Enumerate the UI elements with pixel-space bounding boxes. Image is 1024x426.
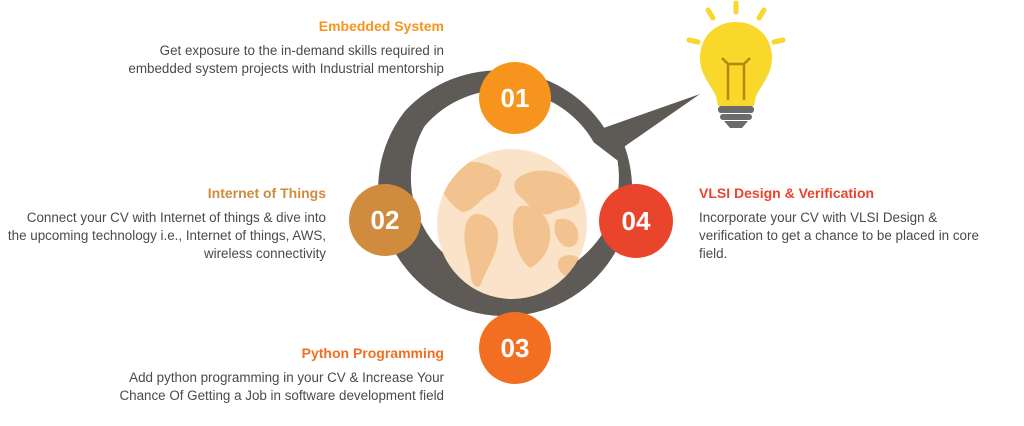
step-02-title: Internet of Things: [207, 185, 326, 201]
step-02-text: Internet of Things Connect your CV with …: [6, 185, 326, 263]
step-03-text: Python Programming Add python programmin…: [118, 345, 444, 405]
step-03-description: Add python programming in your CV & Incr…: [119, 370, 444, 403]
step-02-description: Connect your CV with Internet of things …: [7, 210, 326, 261]
step-01-badge: 01: [479, 62, 551, 134]
step-01-text: Embedded System Get exposure to the in-d…: [118, 18, 444, 78]
step-04-description: Incorporate your CV with VLSI Design & v…: [699, 210, 979, 261]
step-02-badge: 02: [349, 184, 421, 256]
step-03-title: Python Programming: [301, 345, 444, 361]
lightbulb-icon: [686, 0, 786, 128]
step-04-title: VLSI Design & Verification: [699, 185, 875, 201]
globe-icon: [437, 149, 587, 299]
step-04-badge: 04: [599, 184, 673, 258]
step-01-title: Embedded System: [318, 18, 444, 34]
step-04-text: VLSI Design & Verification Incorporate y…: [699, 185, 989, 263]
step-03-badge: 03: [479, 312, 551, 384]
step-01-description: Get exposure to the in-demand skills req…: [128, 43, 444, 76]
cycle-ring: [378, 70, 700, 317]
